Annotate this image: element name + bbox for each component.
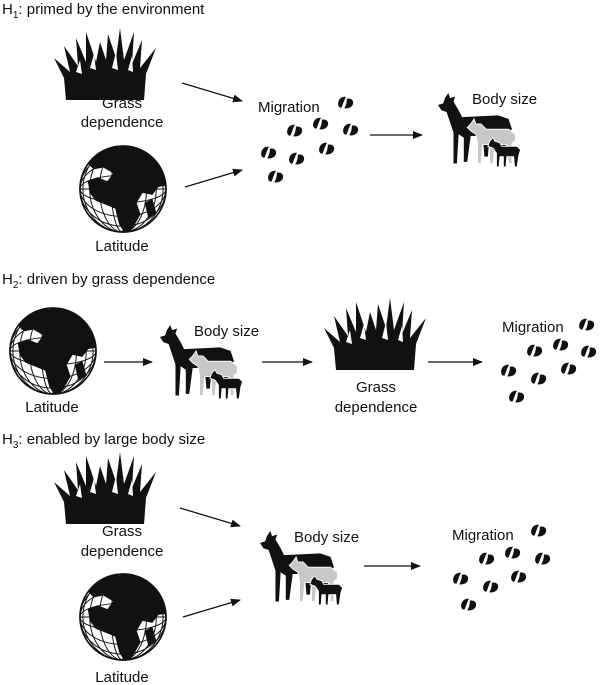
grass-tuft-icon: [54, 28, 156, 100]
arrow: [184, 168, 243, 188]
grass-label: dependence: [81, 114, 164, 131]
migration-label: Migration: [452, 527, 514, 544]
migration-label: Migration: [258, 99, 320, 116]
arrow: [181, 82, 243, 103]
grass-label: Grass: [356, 379, 396, 396]
panel-h3: H3: enabled by large body size Grass dep…: [2, 431, 551, 685]
grass-label: dependence: [335, 399, 418, 416]
panel-heading: H3: enabled by large body size: [2, 431, 205, 451]
panel-h2: H2: driven by grass dependence Latitude …: [2, 271, 597, 416]
latitude-label: Latitude: [95, 238, 148, 255]
globe-icon: [80, 574, 170, 662]
latitude-label: Latitude: [95, 669, 148, 685]
grass-label: Grass: [102, 95, 142, 112]
globe-icon: [10, 308, 100, 396]
grass-label: Grass: [102, 523, 142, 540]
globe-icon: [80, 146, 170, 234]
panel-h1: H1: primed by the environment Grass depe…: [2, 1, 537, 255]
arrow: [179, 507, 241, 528]
arrow: [182, 598, 241, 618]
body-size-label: Body size: [194, 323, 259, 340]
panel-heading: H1: primed by the environment: [2, 1, 205, 21]
grass-label: dependence: [81, 543, 164, 560]
panel-heading: H2: driven by grass dependence: [2, 271, 215, 291]
grass-tuft-icon: [54, 452, 156, 524]
latitude-label: Latitude: [25, 399, 78, 416]
grass-tuft-icon: [324, 298, 426, 370]
body-size-label: Body size: [294, 529, 359, 546]
body-size-label: Body size: [472, 91, 537, 108]
migration-label: Migration: [502, 319, 564, 336]
